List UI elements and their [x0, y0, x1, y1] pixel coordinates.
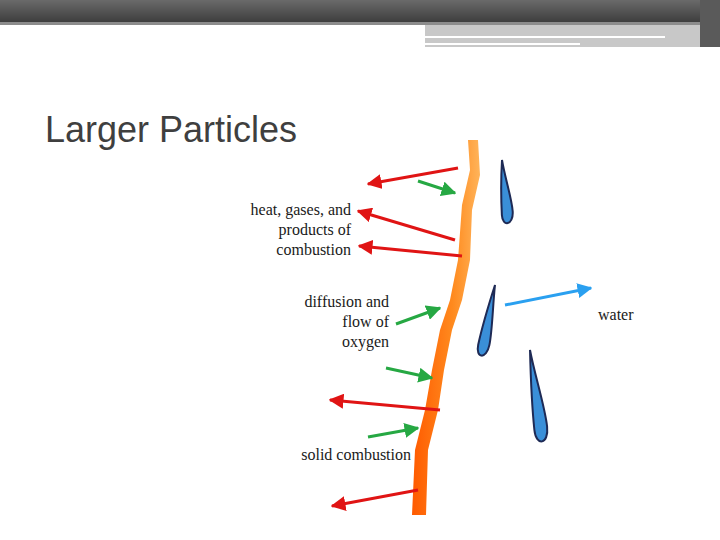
water-label: water	[598, 305, 634, 325]
oxygen-label: diffusion and flow of oxygen	[293, 292, 389, 352]
water-arrow	[505, 288, 591, 305]
heat-label: heat, gases, and products of combustion	[245, 200, 351, 260]
slide-title: Larger Particles	[45, 108, 297, 151]
water-drops	[476, 160, 548, 442]
header-bar	[0, 0, 720, 47]
combustion-label: solid combustion	[299, 445, 411, 465]
burning-surface	[412, 140, 480, 515]
